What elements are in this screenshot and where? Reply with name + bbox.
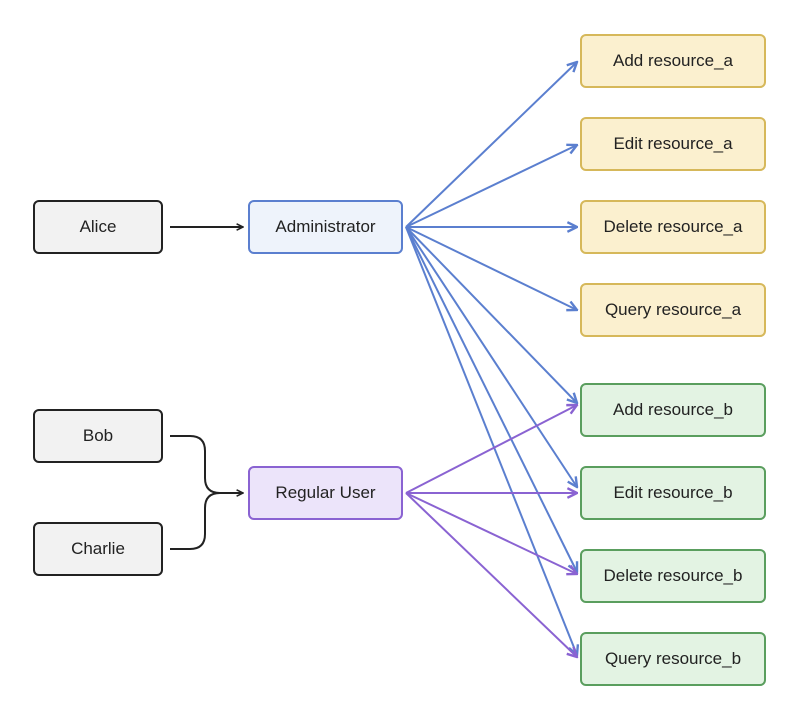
permission-edit-resource-a: Edit resource_a xyxy=(580,117,766,171)
administrator-edges xyxy=(405,62,577,655)
permission-add-resource-b: Add resource_b xyxy=(580,383,766,437)
role-node-administrator: Administrator xyxy=(248,200,403,254)
edge-regular-query-b xyxy=(405,492,577,657)
edge-regular-add-b xyxy=(405,405,577,494)
permission-add-resource-a: Add resource_a xyxy=(580,34,766,88)
edge-admin-query-b xyxy=(405,226,577,655)
edge-regular-delete-b xyxy=(405,492,577,574)
permission-query-resource-a: Query resource_a xyxy=(580,283,766,337)
permission-query-resource-b: Query resource_b xyxy=(580,632,766,686)
permission-delete-resource-a: Delete resource_a xyxy=(580,200,766,254)
user-node-alice: Alice xyxy=(33,200,163,254)
edge-charlie-regular-user xyxy=(170,492,221,550)
user-node-bob: Bob xyxy=(33,409,163,463)
permission-edit-resource-b: Edit resource_b xyxy=(580,466,766,520)
role-node-regular-user: Regular User xyxy=(248,466,403,520)
permission-delete-resource-b: Delete resource_b xyxy=(580,549,766,603)
regular-user-edges xyxy=(405,405,577,657)
edge-admin-query-a xyxy=(405,226,577,310)
edge-admin-add-a xyxy=(405,62,577,228)
edge-admin-edit-b xyxy=(405,226,577,487)
user-node-charlie: Charlie xyxy=(33,522,163,576)
edge-bob-regular-user xyxy=(170,435,243,493)
edge-admin-delete-b xyxy=(405,226,577,572)
edge-admin-add-b xyxy=(405,226,577,403)
edge-admin-edit-a xyxy=(405,145,577,228)
